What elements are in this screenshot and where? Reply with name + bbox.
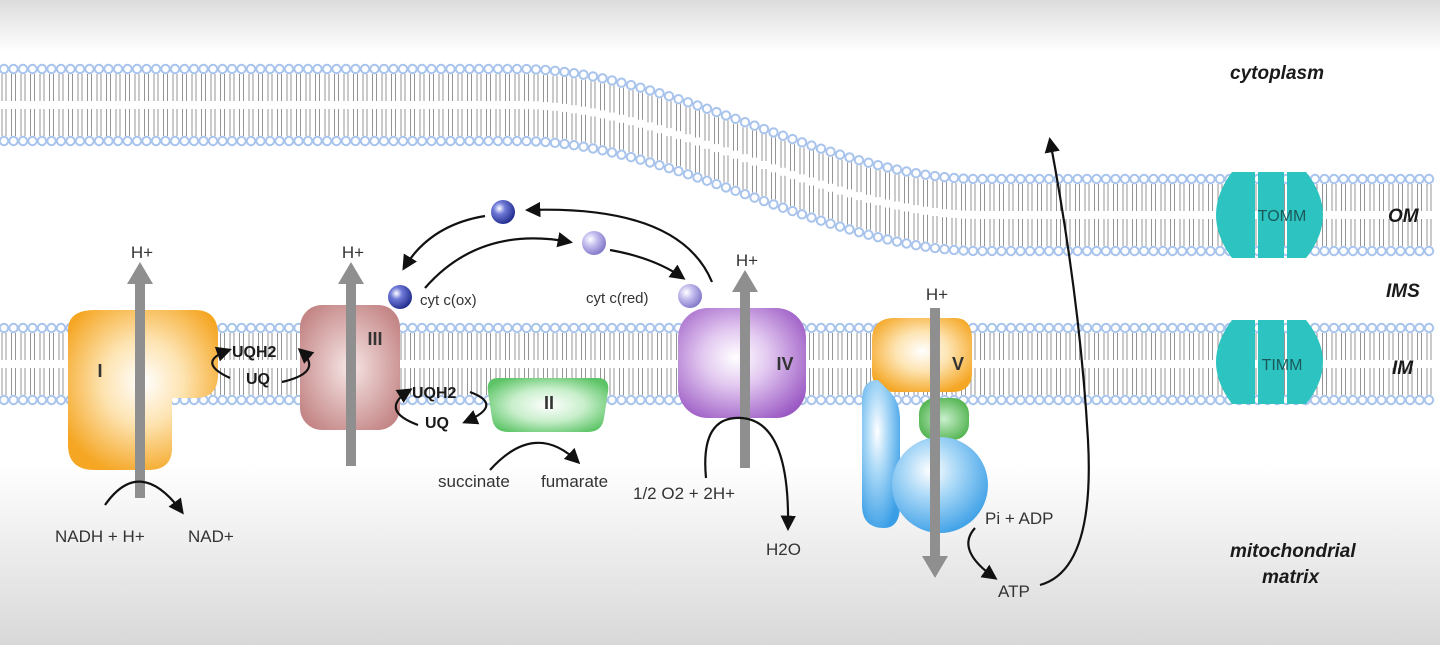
cyt-c-red-sphere-top <box>582 231 606 255</box>
h-plus-label-c3: H+ <box>342 243 364 262</box>
proton-arrow-c5 <box>922 308 948 578</box>
c3-uq-arrow-left <box>394 388 419 427</box>
timm-complex: TIMM <box>1216 320 1323 404</box>
water-label: H2O <box>766 540 801 559</box>
c3-uq-label: UQ <box>425 415 449 432</box>
cyt-c-red-sphere <box>678 284 702 308</box>
proton-arrow-c4 <box>732 270 758 468</box>
region-ims-label: IMS <box>1386 281 1420 302</box>
timm-label: TIMM <box>1262 357 1303 374</box>
c1-uqh2-label: UQH2 <box>232 344 277 361</box>
region-cytoplasm-label: cytoplasm <box>1230 63 1324 84</box>
h-plus-label-c4: H+ <box>736 251 758 270</box>
nadh-arrow <box>104 480 184 515</box>
cyt-cycle-arrow-1 <box>424 232 574 289</box>
complex-iv-label: IV <box>776 354 793 374</box>
atp-arrow <box>967 527 998 580</box>
complex-i-label: I <box>97 361 102 381</box>
complex-v-label: V <box>952 354 964 374</box>
h-plus-label-c5: H+ <box>926 285 948 304</box>
region-matrix-label-line1: mitochondrial <box>1230 541 1356 562</box>
c1-uq-arrow-left <box>211 346 232 380</box>
c3-uq-arrow-right <box>462 390 488 425</box>
cyt-c-red-label: cyt c(red) <box>586 290 649 307</box>
region-om-label: OM <box>1388 206 1420 227</box>
cyt-c-ox-sphere <box>388 285 412 309</box>
succinate-label: succinate <box>438 472 510 491</box>
pi-adp-label: Pi + ADP <box>985 509 1054 528</box>
c3-uqh2-label: UQH2 <box>412 385 457 402</box>
h-plus-label-c1: H+ <box>131 243 153 262</box>
tomm-label: TOMM <box>1258 208 1307 225</box>
c1-uq-arrow-right <box>281 347 315 384</box>
c1-uq-label: UQ <box>246 371 270 388</box>
atp-label: ATP <box>998 582 1030 601</box>
proton-arrow-c3 <box>338 262 364 466</box>
succinate-arrow <box>489 441 581 471</box>
nadh-label: NADH + H+ <box>55 527 145 546</box>
complex-v: V <box>862 318 988 533</box>
reaction-arrows <box>104 136 1090 587</box>
region-im-label: IM <box>1392 358 1414 379</box>
nad-label: NAD+ <box>188 527 234 546</box>
cyt-c-ox-label: cyt c(ox) <box>420 292 477 309</box>
cyt-cycle-arrow-2 <box>609 248 686 280</box>
proton-arrows <box>127 262 948 578</box>
complex-ii: II <box>487 378 609 432</box>
outer-membrane <box>0 63 1435 257</box>
fumarate-label: fumarate <box>541 472 608 491</box>
proton-arrow-c1 <box>127 262 153 498</box>
cyt-c-ox-sphere-top <box>491 200 515 224</box>
complex-iii-label: III <box>367 329 382 349</box>
tomm-complex: TOMM <box>1216 172 1323 258</box>
complex-ii-label: II <box>544 393 554 413</box>
cyt-cycle-arrow-4 <box>402 214 486 271</box>
oxygen-label: 1/2 O2 + 2H+ <box>633 484 735 503</box>
region-matrix-label-line2: matrix <box>1262 567 1320 588</box>
cyt-cycle-arrow-3 <box>524 201 714 283</box>
oxygen-arrow <box>704 416 796 532</box>
atp-export-arrow <box>1039 136 1090 587</box>
